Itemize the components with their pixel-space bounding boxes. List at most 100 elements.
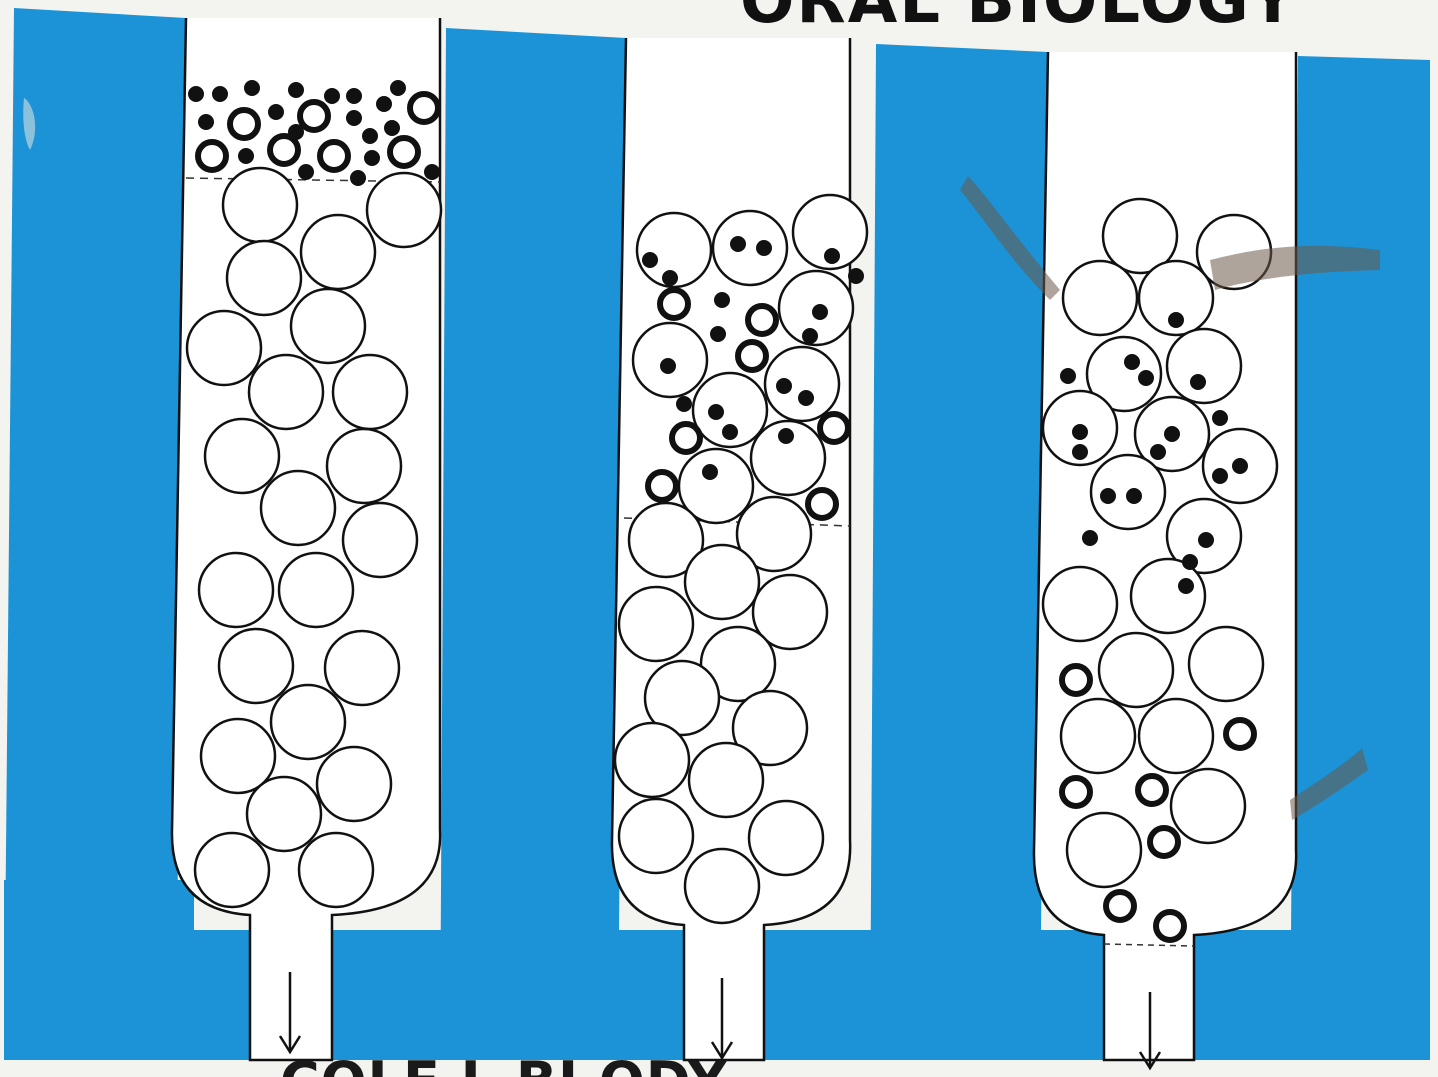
ring-particle (300, 102, 328, 130)
large-bead (619, 587, 693, 661)
large-bead (367, 173, 441, 247)
dot-particle (238, 148, 254, 164)
large-bead (247, 777, 321, 851)
large-bead (615, 723, 689, 797)
ring-particle (648, 472, 676, 500)
ring-particle (1062, 778, 1090, 806)
large-bead (249, 355, 323, 429)
large-bead (1131, 559, 1205, 633)
large-bead (219, 629, 293, 703)
large-bead (327, 429, 401, 503)
dot-particle (1212, 410, 1228, 426)
large-bead (299, 833, 373, 907)
ring-particle (198, 142, 226, 170)
ring-particle (270, 136, 298, 164)
dot-particle (288, 124, 304, 140)
dot-particle (642, 252, 658, 268)
cover-title: ORAL BIOLOGY (740, 0, 1298, 38)
large-bead (1139, 699, 1213, 773)
dot-particle (424, 164, 440, 180)
ring-particle (660, 290, 688, 318)
ring-particle (1150, 828, 1178, 856)
dot-particle (1072, 424, 1088, 440)
dot-particle (1124, 354, 1140, 370)
dot-particle (812, 304, 828, 320)
dot-particle (722, 424, 738, 440)
dot-particle (1100, 488, 1116, 504)
dot-particle (1126, 488, 1142, 504)
dot-particle (324, 88, 340, 104)
large-bead (1171, 769, 1245, 843)
dot-particle (1150, 444, 1166, 460)
dot-particle (1168, 312, 1184, 328)
large-bead (1189, 627, 1263, 701)
ring-particle (748, 306, 776, 334)
dot-particle (1060, 368, 1076, 384)
dot-particle (298, 164, 314, 180)
dot-particle (288, 82, 304, 98)
dot-particle (346, 88, 362, 104)
large-bead (689, 743, 763, 817)
large-bead (199, 553, 273, 627)
ring-particle (672, 424, 700, 452)
large-bead (1067, 813, 1141, 887)
large-bead (301, 215, 375, 289)
dot-particle (1178, 578, 1194, 594)
dot-particle (662, 270, 678, 286)
large-bead (227, 241, 301, 315)
large-bead (1043, 567, 1117, 641)
dot-particle (1138, 370, 1154, 386)
large-bead (619, 799, 693, 873)
large-bead (685, 849, 759, 923)
large-bead (187, 311, 261, 385)
dot-particle (714, 292, 730, 308)
dot-particle (824, 248, 840, 264)
dot-particle (212, 86, 228, 102)
ring-particle (1106, 892, 1134, 920)
large-bead (325, 631, 399, 705)
dot-particle (1198, 532, 1214, 548)
ring-particle (738, 342, 766, 370)
large-bead (223, 168, 297, 242)
dot-particle (702, 464, 718, 480)
dot-particle (1164, 426, 1180, 442)
dot-particle (364, 150, 380, 166)
dot-particle (1190, 374, 1206, 390)
dot-particle (660, 358, 676, 374)
large-bead (1061, 699, 1135, 773)
large-bead (279, 553, 353, 627)
dot-particle (198, 114, 214, 130)
dot-particle (346, 110, 362, 126)
large-bead (195, 833, 269, 907)
large-bead (343, 503, 417, 577)
large-bead (713, 211, 787, 285)
large-bead (1099, 633, 1173, 707)
dot-particle (730, 236, 746, 252)
large-bead (1167, 329, 1241, 403)
dot-particle (1232, 458, 1248, 474)
dot-particle (350, 170, 366, 186)
dot-particle (778, 428, 794, 444)
dot-particle (1212, 468, 1228, 484)
ring-particle (230, 110, 258, 138)
ring-particle (1226, 720, 1254, 748)
large-bead (333, 355, 407, 429)
dot-particle (362, 128, 378, 144)
ring-particle (320, 142, 348, 170)
bottom-caption: COLE L BI ODY (280, 1050, 728, 1077)
ring-particle (820, 414, 848, 442)
dot-particle (756, 240, 772, 256)
ring-particle (808, 490, 836, 518)
dot-particle (710, 326, 726, 342)
dot-particle (268, 104, 284, 120)
large-bead (205, 419, 279, 493)
dot-particle (676, 396, 692, 412)
dot-particle (1072, 444, 1088, 460)
large-bead (749, 801, 823, 875)
dot-particle (776, 378, 792, 394)
large-bead (685, 545, 759, 619)
large-bead (765, 347, 839, 421)
dot-particle (848, 268, 864, 284)
